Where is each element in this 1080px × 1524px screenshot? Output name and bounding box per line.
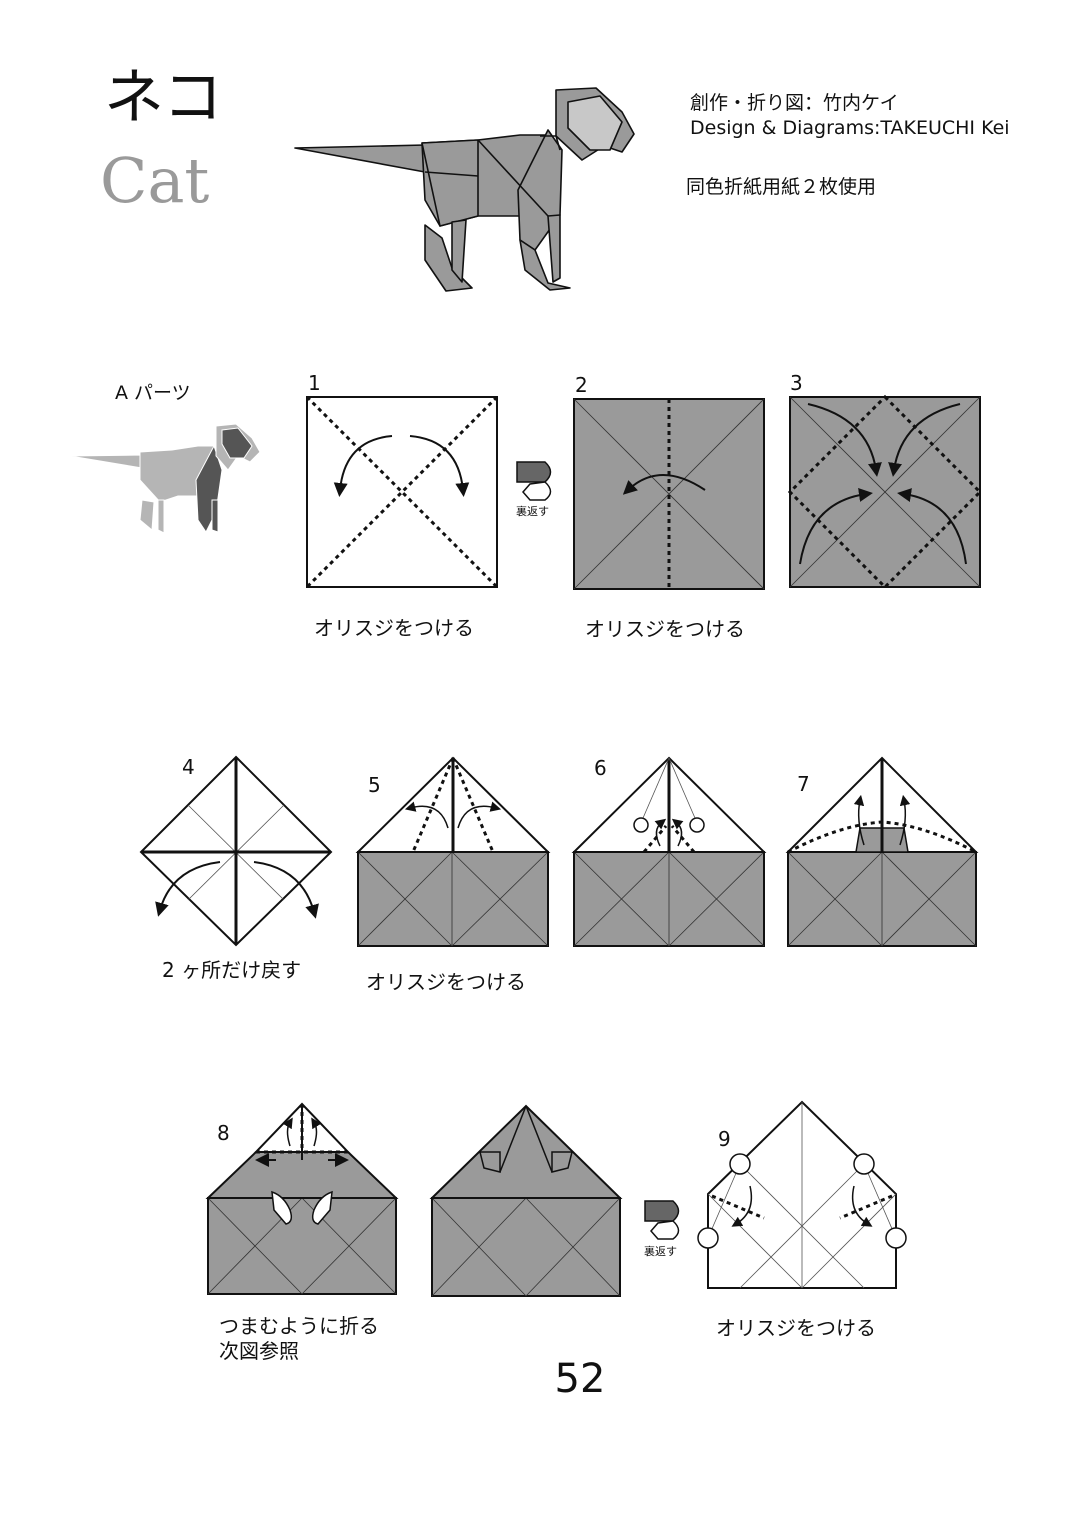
- step-number-4: 4: [182, 755, 195, 779]
- step-6-diagram: [571, 756, 767, 947]
- step-2-caption: オリスジをつける: [585, 617, 745, 641]
- step-5-diagram: [355, 756, 551, 947]
- step-8-caption-2: 次図参照: [219, 1339, 299, 1363]
- step-number-5: 5: [368, 773, 381, 797]
- credit-english: Design & Diagrams:TAKEUCHI Kei: [690, 117, 1010, 139]
- turn-over-label-2: 裏返す: [644, 1245, 677, 1258]
- step-1-diagram: [305, 395, 499, 589]
- part-label: A パーツ: [115, 382, 191, 404]
- step-9-caption: オリスジをつける: [716, 1316, 876, 1340]
- step-number-1: 1: [308, 371, 321, 395]
- turn-over-icon: [516, 461, 552, 501]
- step-5-caption: オリスジをつける: [366, 970, 526, 994]
- step-number-9: 9: [718, 1127, 731, 1151]
- step-4-caption: 2 ヶ所だけ戻す: [162, 958, 302, 982]
- title-japanese: ネコ: [104, 63, 223, 133]
- step-number-3: 3: [790, 371, 803, 395]
- step-number-7: 7: [797, 772, 810, 796]
- part-a-illustration: [69, 423, 261, 534]
- step-1-caption: オリスジをつける: [314, 616, 474, 640]
- step-8-caption: つまむように折る: [219, 1314, 379, 1338]
- turn-over-icon: [644, 1200, 680, 1240]
- left-hand-icon: [271, 1190, 293, 1225]
- step-number-2: 2: [575, 373, 588, 397]
- turn-over-label-1: 裏返す: [516, 505, 549, 518]
- step-7-diagram: [785, 756, 979, 947]
- cat-model-illustration: [294, 87, 635, 292]
- step-2-diagram: [573, 398, 765, 590]
- step-number-8: 8: [217, 1121, 230, 1145]
- credit-japanese: 創作・折り図：竹内ケイ: [690, 92, 899, 114]
- step-4-diagram: [139, 755, 333, 947]
- step-8-result-diagram: [429, 1104, 623, 1297]
- step-3-diagram: [787, 394, 983, 590]
- step-9-diagram: [697, 1100, 907, 1289]
- step-number-6: 6: [594, 756, 607, 780]
- right-hand-icon: [311, 1190, 333, 1225]
- step-8-diagram: [205, 1102, 399, 1295]
- title-english: Cat: [100, 144, 210, 217]
- paper-note: 同色折紙用紙２枚使用: [686, 176, 877, 198]
- page-number: 52: [554, 1356, 606, 1402]
